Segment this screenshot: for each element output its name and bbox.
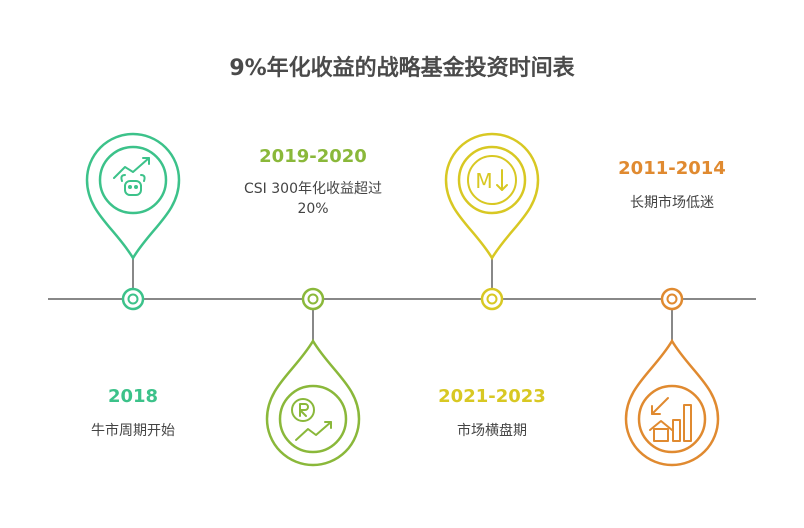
milestone-1-pin [85,132,181,311]
milestone-4-desc: 长期市场低迷 [630,195,714,211]
milestone-2-desc: CSI 300年化收益超过 20% [213,179,413,219]
housing-decline-icon [649,397,692,442]
bull-trend-icon [113,157,150,196]
currency-growth-icon [291,398,332,441]
milestone-2-node [301,287,325,311]
milestone-3-node [480,287,504,311]
milestone-4-year: 2011-2014 [618,158,726,179]
svg-text:M: M [475,169,492,193]
milestone-1-year: 2018 [107,386,159,407]
milestone-3-pin: M [444,132,540,311]
milestone-4-pin [624,287,720,467]
milestone-2-pin [265,287,361,467]
page-title: 9%年化收益的战略基金投资时间表 [229,56,575,81]
milestone-2-year: 2019-2020 [259,146,367,167]
milestone-3-year: 2021-2023 [438,386,546,407]
milestone-2-desc-line2: 20% [297,201,329,217]
milestone-1-node [121,287,145,311]
market-sideways-icon: M [475,169,508,193]
milestone-1-desc: 牛市周期开始 [91,423,175,439]
milestone-3-desc: 市场横盘期 [457,423,527,439]
milestone-4-node [660,287,684,311]
milestone-2-desc-line1: CSI 300年化收益超过 [244,181,382,197]
